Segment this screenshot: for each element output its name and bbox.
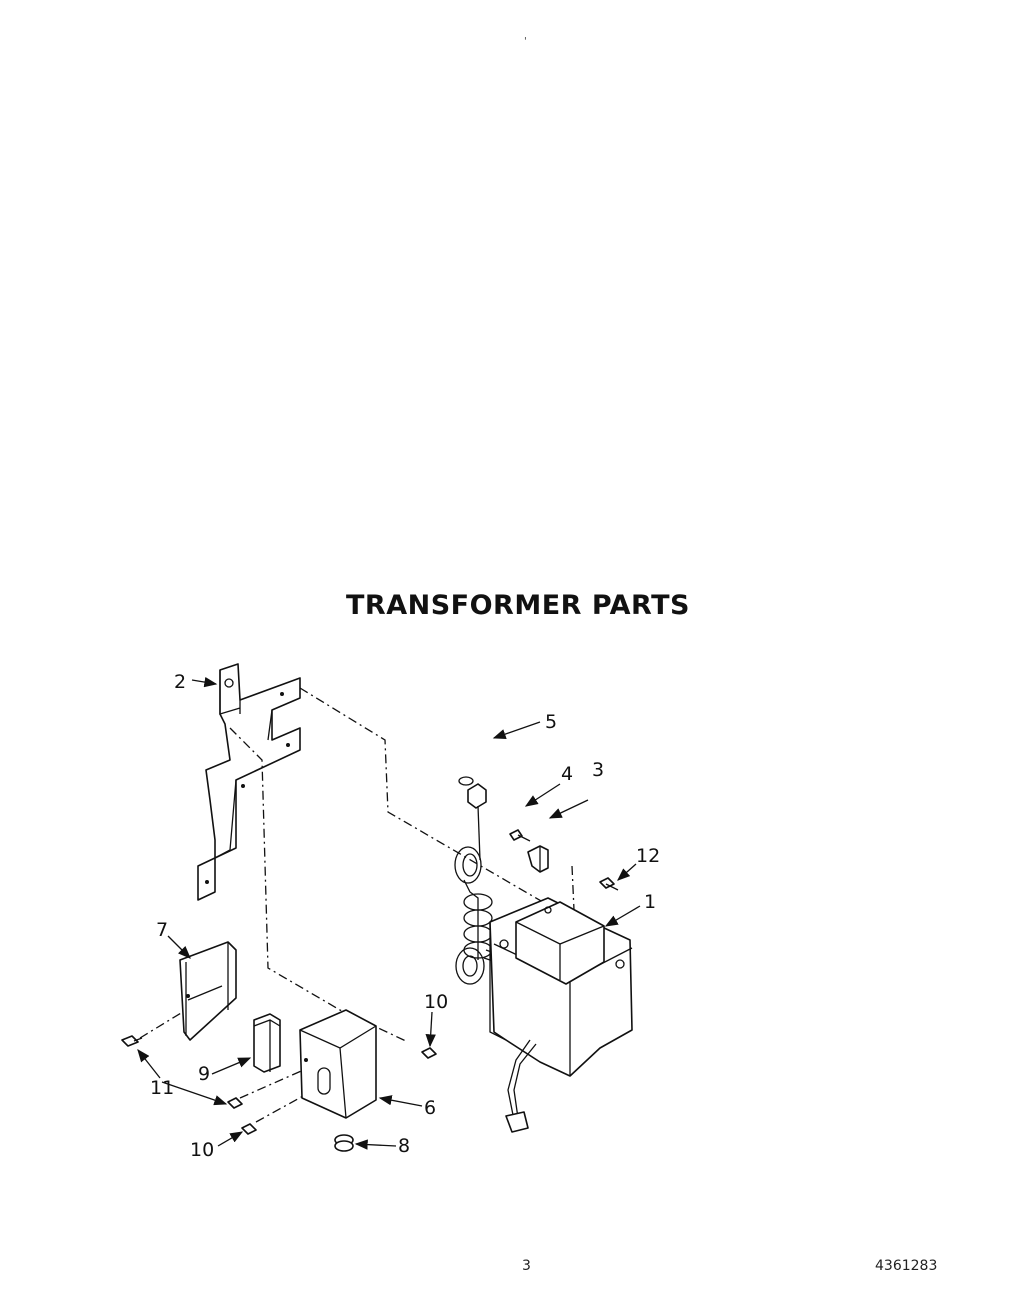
callout-4: 4	[561, 763, 573, 785]
callout-1: 1	[644, 891, 656, 913]
callout-10-lower: 10	[190, 1139, 214, 1161]
alignment-line	[229, 727, 409, 1043]
page-mark: '	[524, 36, 527, 47]
mounting-bracket-part	[197, 663, 301, 901]
screw-part	[509, 829, 531, 842]
grommet-part	[334, 1134, 354, 1152]
screw-part	[227, 1097, 243, 1109]
callout-12: 12	[636, 845, 660, 867]
capacitor-part	[253, 1013, 281, 1073]
callout-5: 5	[545, 711, 557, 733]
alignment-line	[571, 865, 575, 911]
cover-part	[179, 941, 237, 1041]
alignment-line	[139, 1009, 187, 1039]
callout-9: 9	[198, 1063, 210, 1085]
transformer-part	[489, 897, 633, 1133]
callout-3: 3	[592, 759, 604, 781]
callout-8: 8	[398, 1135, 410, 1157]
screw-part	[599, 877, 619, 891]
document-number: 4361283	[875, 1258, 938, 1274]
leader-arrows	[137, 676, 641, 1150]
screw-part	[121, 1035, 143, 1047]
callout-2: 2	[174, 671, 186, 693]
housing-part	[299, 1009, 377, 1119]
callout-11: 11	[150, 1077, 174, 1099]
screw-part	[241, 1123, 257, 1135]
clip-part	[527, 845, 549, 873]
callout-7: 7	[156, 919, 168, 941]
page-number: 3	[522, 1258, 531, 1274]
diagram-title: TRANSFORMER PARTS	[346, 590, 690, 621]
callout-10-upper: 10	[424, 991, 448, 1013]
alignment-line	[239, 1067, 309, 1099]
screw-part	[421, 1047, 437, 1059]
callout-6: 6	[424, 1097, 436, 1119]
alignment-line	[255, 1089, 315, 1123]
alignment-line	[299, 687, 561, 913]
